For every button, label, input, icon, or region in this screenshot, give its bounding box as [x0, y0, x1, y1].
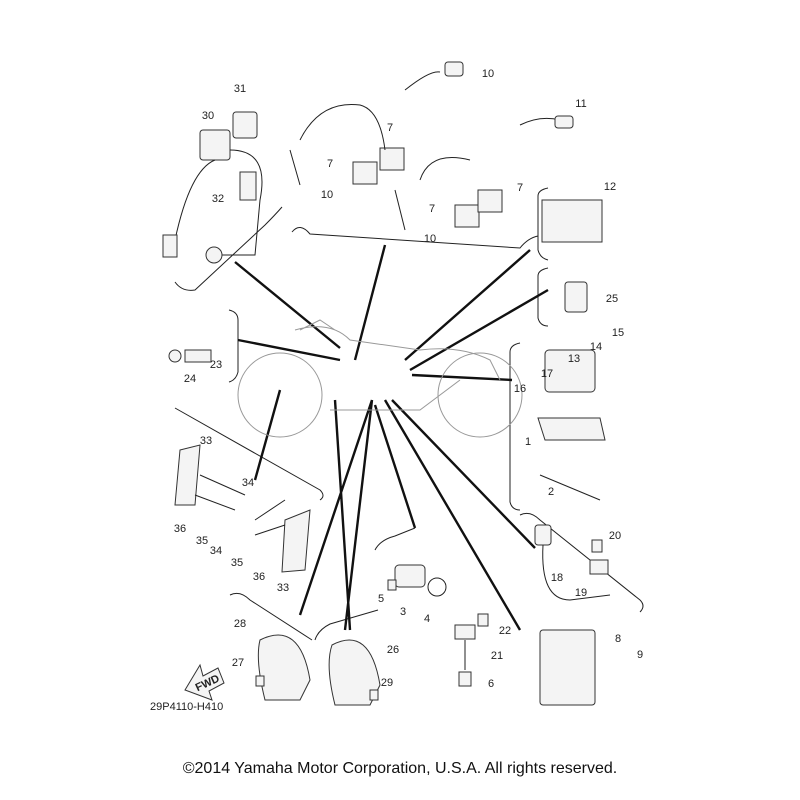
part-label: 35 — [231, 557, 243, 569]
part-label: 8 — [615, 633, 621, 645]
part-number-labels: 3130321077101177101225151413161712232433… — [174, 68, 643, 690]
horns — [255, 634, 381, 706]
part-label: 21 — [491, 650, 503, 662]
part-label: 10 — [482, 68, 494, 80]
part-label: 19 — [575, 587, 587, 599]
part-label: 32 — [212, 193, 224, 205]
part-label: 22 — [499, 625, 511, 637]
part-label: 33 — [277, 582, 289, 594]
part-label: 17 — [541, 368, 553, 380]
footrests — [174, 444, 311, 573]
bracket-top-center — [291, 227, 539, 249]
part-label: 6 — [488, 678, 494, 690]
bracket-switch — [374, 527, 416, 551]
part-label: 35 — [196, 535, 208, 547]
part-label: 34 — [242, 477, 254, 489]
part-label: 10 — [321, 189, 333, 201]
temp-sensor — [168, 349, 212, 363]
bracket-ecu — [537, 187, 549, 261]
part-label: 7 — [429, 203, 435, 215]
part-label: 14 — [590, 341, 602, 353]
leader-lines — [234, 244, 549, 631]
part-label: 3 — [400, 606, 406, 618]
part-label: 30 — [202, 110, 214, 122]
starter-relay — [537, 349, 606, 501]
part-label: 25 — [606, 293, 618, 305]
part-label: 28 — [234, 618, 246, 630]
part-label: 16 — [514, 383, 526, 395]
part-label: 20 — [609, 530, 621, 542]
part-label: 26 — [387, 644, 399, 656]
ecu — [541, 199, 603, 243]
part-label: 1 — [525, 436, 531, 448]
part-label: 12 — [604, 181, 616, 193]
relay — [564, 281, 588, 313]
part-label: 4 — [424, 613, 430, 625]
part-label: 24 — [184, 373, 196, 385]
part-label: 7 — [327, 158, 333, 170]
speed-sensor — [534, 524, 611, 601]
fwd-arrow-icon: FWD — [184, 663, 225, 701]
bracket-horn-left — [229, 592, 313, 641]
part-label: 15 — [612, 327, 624, 339]
motorcycle-outline — [237, 319, 523, 438]
bracket-sensor — [228, 309, 239, 383]
bracket-starter — [509, 342, 521, 511]
part-label: 2 — [548, 486, 554, 498]
part-label: 34 — [210, 545, 222, 557]
copyright-notice: ©2014 Yamaha Motor Corporation, U.S.A. A… — [182, 760, 618, 777]
part-label: 31 — [234, 83, 246, 95]
part-label: 36 — [174, 523, 186, 535]
ignition-coils — [289, 61, 574, 231]
part-label: 27 — [232, 657, 244, 669]
bracket-footrest — [174, 407, 324, 501]
part-label: 10 — [424, 233, 436, 245]
part-label: 23 — [210, 359, 222, 371]
bracket-relay — [537, 267, 549, 327]
sensor-assembly — [162, 111, 263, 264]
bracket-top-left — [174, 206, 283, 291]
neutral-switch — [387, 564, 489, 687]
part-label: 9 — [637, 649, 643, 661]
part-label: 11 — [575, 98, 586, 110]
part-label: 18 — [551, 572, 563, 584]
part-label: 7 — [517, 182, 523, 194]
part-label: 13 — [568, 353, 580, 365]
part-label: 7 — [387, 122, 393, 134]
part-label: 36 — [253, 571, 265, 583]
rectifier-regulator — [539, 629, 596, 706]
part-label: 33 — [200, 435, 212, 447]
part-label: 5 — [378, 593, 384, 605]
bracket-horn-right — [314, 609, 379, 641]
part-label: 29 — [381, 677, 393, 689]
part-code: 29P4110-H410 — [150, 701, 224, 713]
